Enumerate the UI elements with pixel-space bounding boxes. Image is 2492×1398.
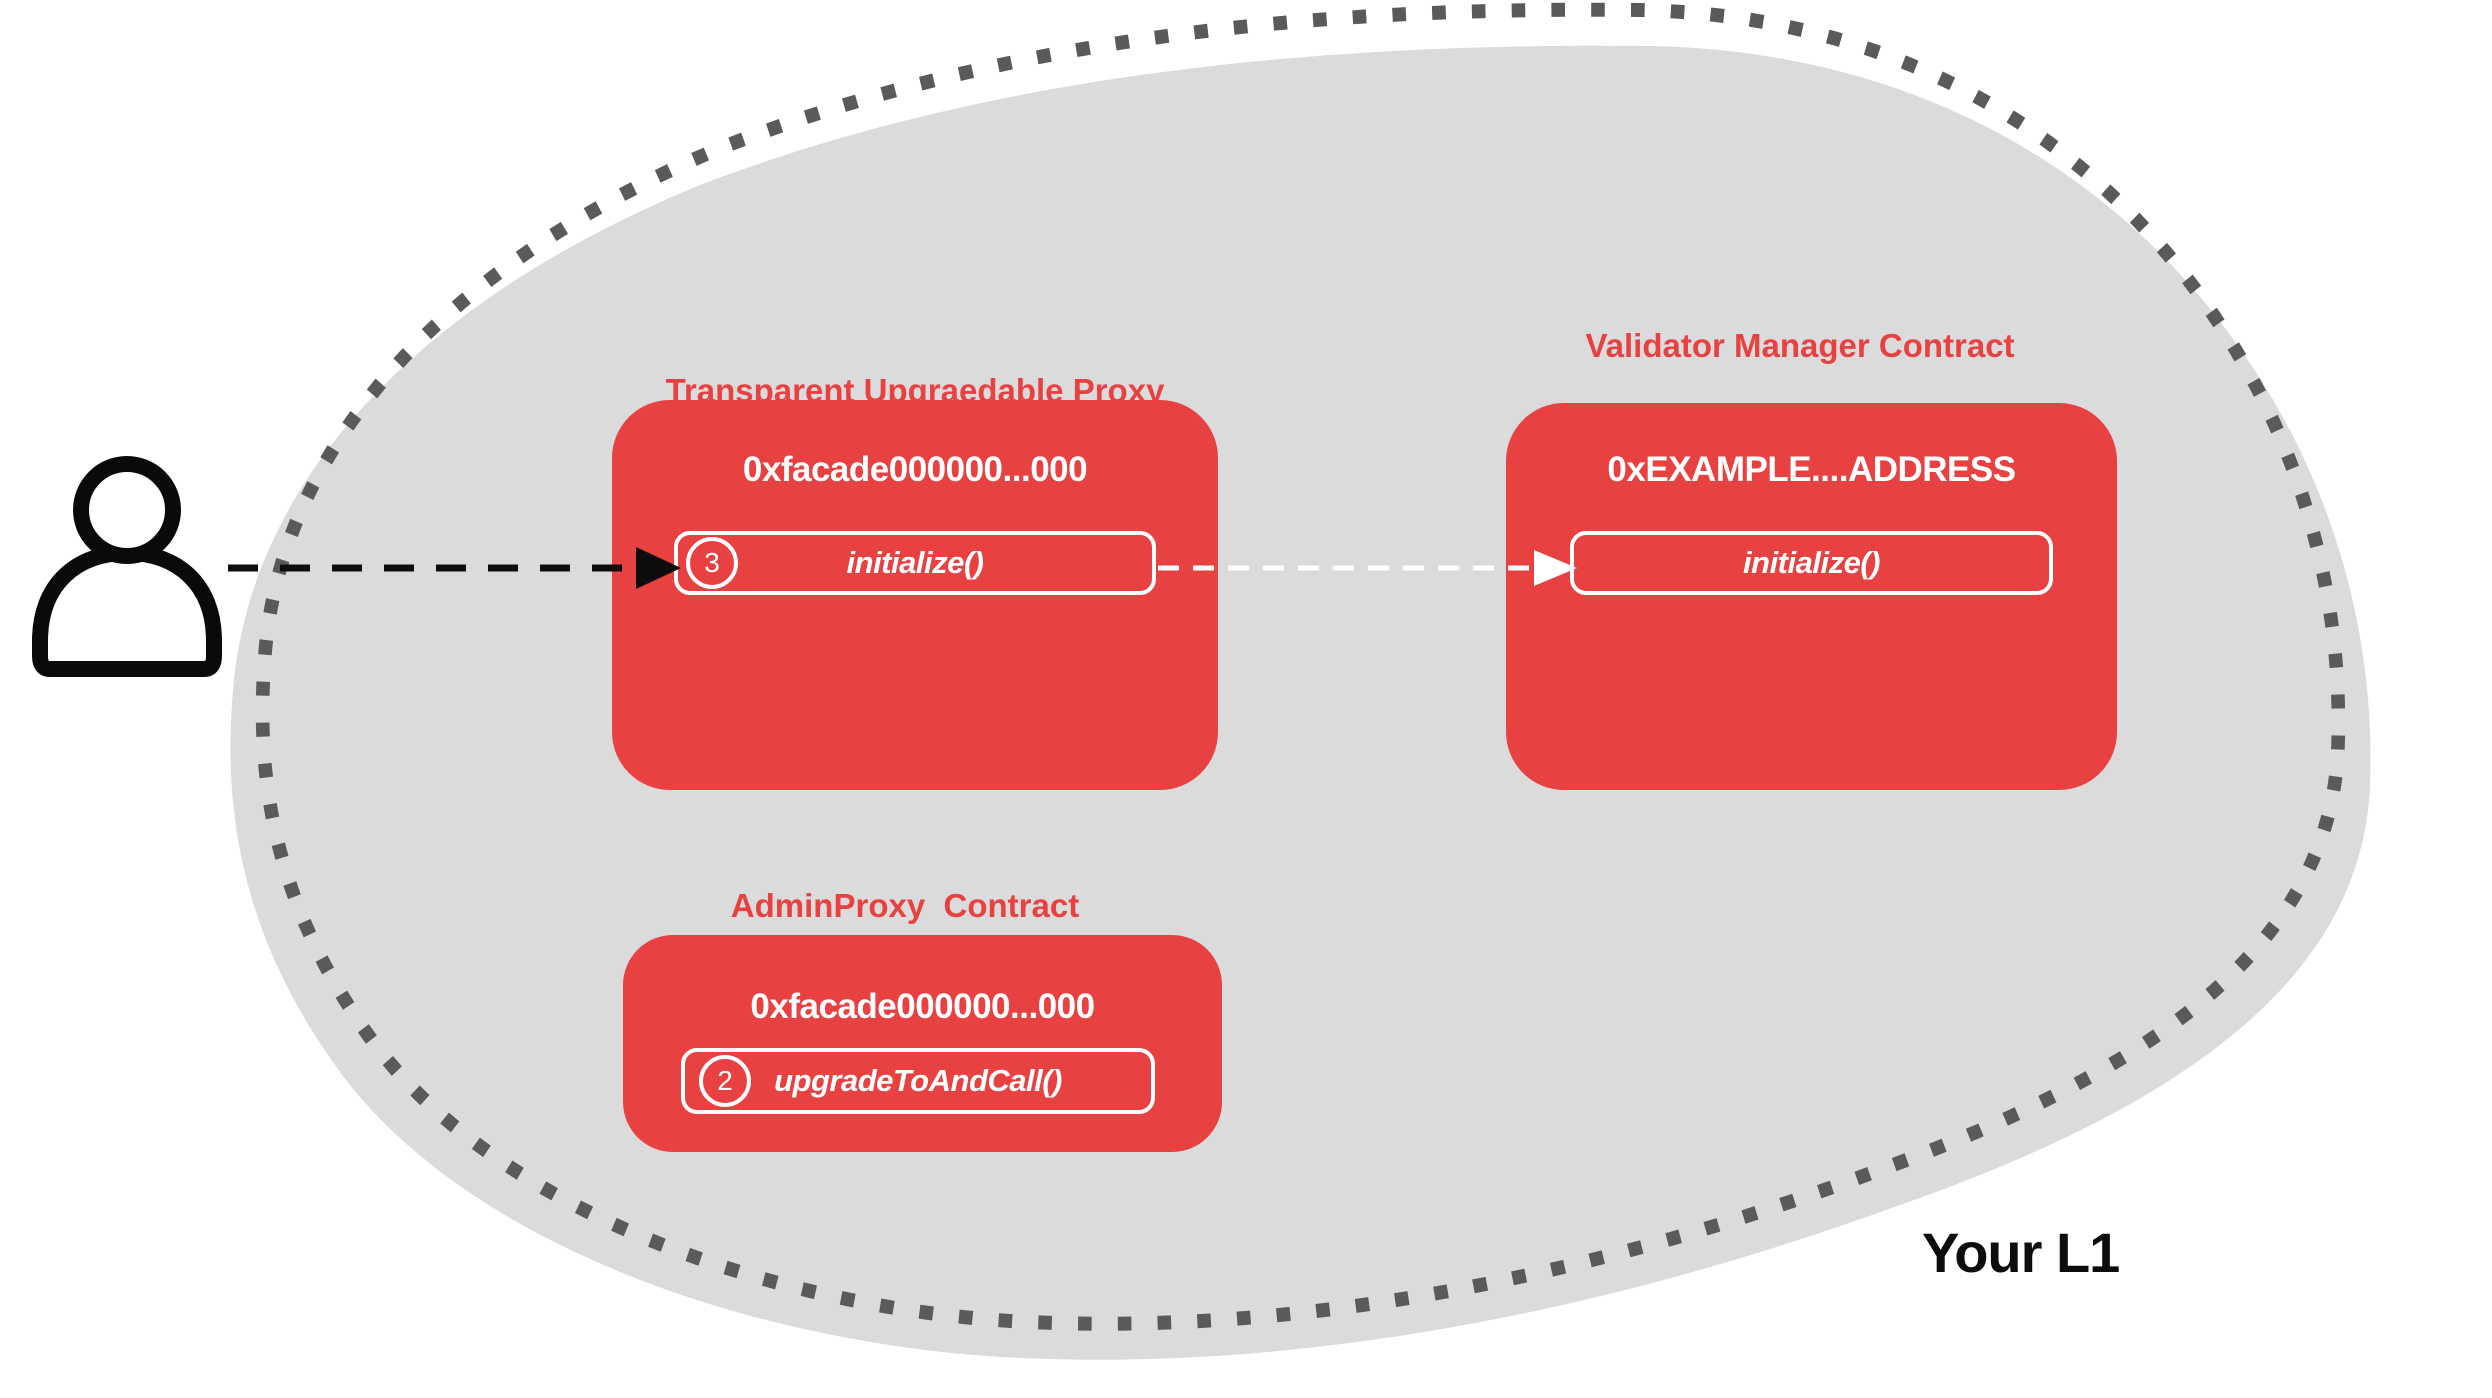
transparent-proxy-address: 0xfacade000000...000 — [742, 450, 1088, 489]
step-2-badge: 2 — [699, 1055, 751, 1107]
initialize-pill-proxy: 3 initialize() — [674, 531, 1156, 595]
initialize-pill-validator: initialize() — [1570, 531, 2053, 595]
admin-proxy-card: 0xfacade000000...000 2 upgradeToAndCall(… — [623, 935, 1222, 1152]
upgrade-pill: 2 upgradeToAndCall() — [681, 1048, 1155, 1114]
admin-proxy-address: 0xfacade000000...000 — [750, 987, 1095, 1026]
transparent-proxy-card: 0xfacade000000...000 3 initialize() — [612, 400, 1218, 790]
validator-manager-title: Validator Manager Contract — [1585, 327, 2015, 364]
initialize-label-proxy: initialize() — [846, 545, 984, 580]
initialize-label-validator: initialize() — [1743, 545, 1880, 580]
validator-manager-address: 0xEXAMPLE....ADDRESS — [1607, 450, 2016, 489]
upgrade-label: upgradeToAndCall() — [774, 1063, 1062, 1098]
step-3-badge: 3 — [686, 537, 738, 589]
validator-manager-card: 0xEXAMPLE....ADDRESS initialize() — [1506, 403, 2117, 790]
admin-proxy-title: AdminProxy Contract — [730, 887, 1080, 924]
region-label: Your L1 — [1922, 1221, 2120, 1284]
blob-dotted-border — [255, 2, 2346, 1331]
